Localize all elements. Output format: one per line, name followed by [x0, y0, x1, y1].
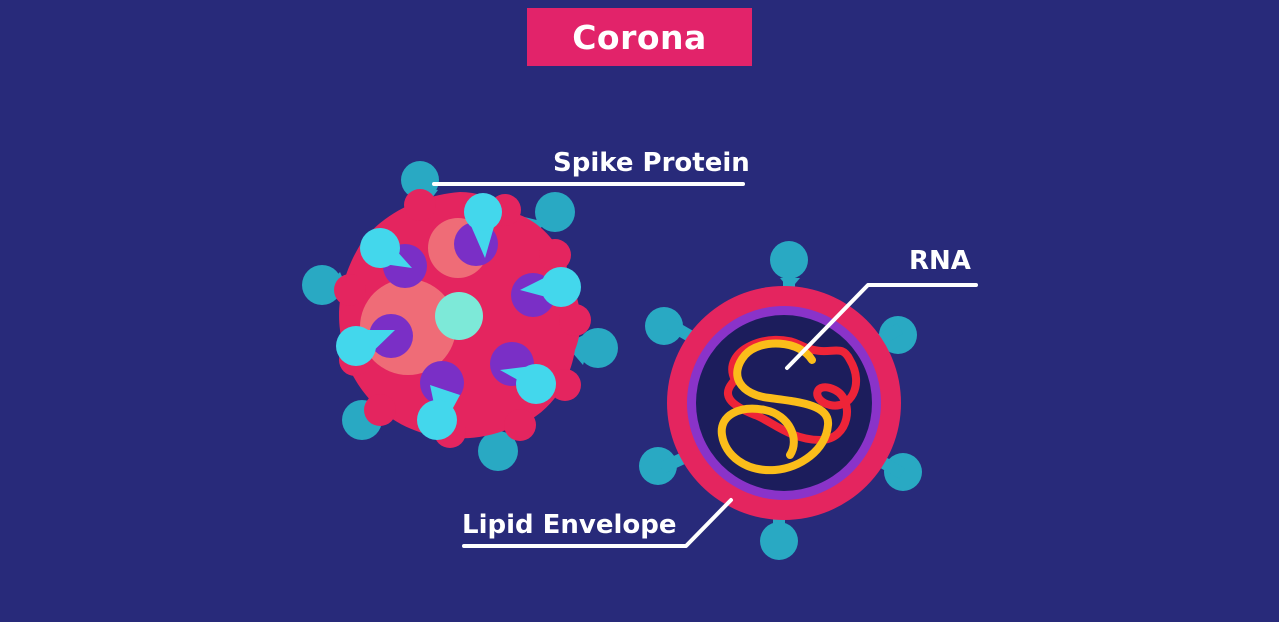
- virus-cross-section: [639, 241, 922, 560]
- lipid-envelope-label: Lipid Envelope: [462, 510, 677, 540]
- lipid-envelope-callout: Lipid Envelope: [462, 498, 733, 548]
- rna-leader-line: [785, 283, 978, 370]
- back-spikes: [302, 161, 618, 471]
- spike-protein-label: Spike Protein: [553, 148, 750, 178]
- spike-protein-callout: Spike Protein: [432, 148, 750, 186]
- rna-strand-yellow: [717, 339, 832, 475]
- lipid-envelope-leader-line: [462, 498, 733, 548]
- receptor-dot: [435, 292, 483, 340]
- title-banner: Corona: [527, 8, 752, 66]
- front-spikes: [336, 193, 581, 440]
- cross-section-spikes: [639, 241, 922, 560]
- virus-exterior: [302, 161, 618, 471]
- title-text: Corona: [572, 17, 707, 57]
- rna-label: RNA: [909, 246, 971, 276]
- rna-callout: RNA: [785, 246, 978, 370]
